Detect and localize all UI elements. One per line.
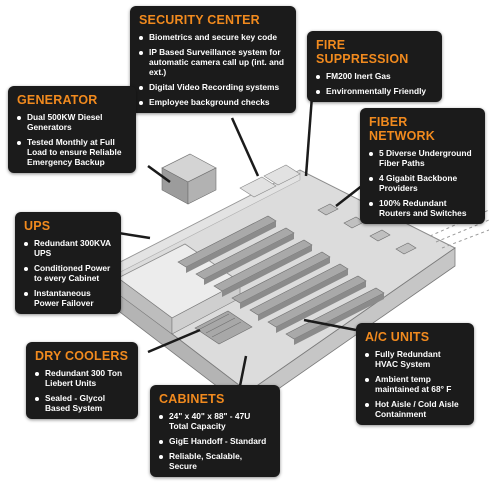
list-item: Tested Monthly at Full Load to ensure Re… [17,137,127,167]
dry-coolers-title: DRY COOLERS [35,349,129,363]
list-item: Sealed - Glycol Based System [35,393,129,413]
list-item: Instantaneous Power Failover [24,288,112,308]
list-item: Digital Video Recording systems [139,82,287,92]
list-item: 4 Gigabit Backbone Providers [369,173,476,193]
fiber-network-callout: FIBER NETWORK 5 Diverse Underground Fibe… [360,108,485,224]
ups-callout: UPS Redundant 300KVA UPS Conditioned Pow… [15,212,121,314]
ac-units-list: Fully Redundant HVAC System Ambient temp… [365,349,465,419]
generator-enclosure [161,153,217,205]
list-item: FM200 Inert Gas [316,71,433,81]
ac-units [317,203,417,255]
list-item: Ambient temp maintained at 68° F [365,374,465,394]
fire-suppression-callout: FIRE SUPPRESSION FM200 Inert Gas Environ… [307,31,442,102]
ac-units-title: A/C UNITS [365,330,430,344]
fiber-network-title: FIBER NETWORK [369,115,435,143]
list-item: Biometrics and secure key code [139,32,287,42]
generator-title: GENERATOR [17,93,98,107]
list-item: Employee background checks [139,97,287,107]
ups-title: UPS [24,219,51,233]
dry-coolers-list: Redundant 300 Ton Liebert Units Sealed -… [35,368,129,413]
list-item: Redundant 300KVA UPS [24,238,112,258]
cabinets-callout: CABINETS 24" x 40" x 88" - 47U Total Cap… [150,385,280,477]
list-item: Reliable, Scalable, Secure [159,451,271,471]
security-center-title: SECURITY CENTER [139,13,260,27]
list-item: Environmentally Friendly [316,86,433,96]
list-item: IP Based Surveillance system for automat… [139,47,287,77]
cabinets-list: 24" x 40" x 88" - 47U Total Capacity Gig… [159,411,271,471]
list-item: GigE Handoff - Standard [159,436,271,446]
list-item: 100% Redundant Routers and Switches [369,198,476,218]
dry-coolers-callout: DRY COOLERS Redundant 300 Ton Liebert Un… [26,342,138,419]
cabinets-title: CABINETS [159,392,225,406]
list-item: Conditioned Power to every Cabinet [24,263,112,283]
security-center-list: Biometrics and secure key code IP Based … [139,32,287,107]
security-rooms [239,164,301,198]
generator-callout: GENERATOR Dual 500KW Diesel Generators T… [8,86,136,173]
cabinet-rows [177,215,385,340]
list-item: 24" x 40" x 88" - 47U Total Capacity [159,411,271,431]
ac-units-callout: A/C UNITS Fully Redundant HVAC System Am… [356,323,474,425]
fire-suppression-list: FM200 Inert Gas Environmentally Friendly [316,71,433,96]
list-item: 5 Diverse Underground Fiber Paths [369,148,476,168]
generator-list: Dual 500KW Diesel Generators Tested Mont… [17,112,127,167]
ups-list: Redundant 300KVA UPS Conditioned Power t… [24,238,112,308]
security-center-callout: SECURITY CENTER Biometrics and secure ke… [130,6,296,113]
fiber-network-list: 5 Diverse Underground Fiber Paths 4 Giga… [369,148,476,218]
list-item: Redundant 300 Ton Liebert Units [35,368,129,388]
list-item: Dual 500KW Diesel Generators [17,112,127,132]
list-item: Hot Aisle / Cold Aisle Containment [365,399,465,419]
fire-suppression-title: FIRE SUPPRESSION [316,38,409,66]
dry-cooler-units [194,310,253,345]
list-item: Fully Redundant HVAC System [365,349,465,369]
